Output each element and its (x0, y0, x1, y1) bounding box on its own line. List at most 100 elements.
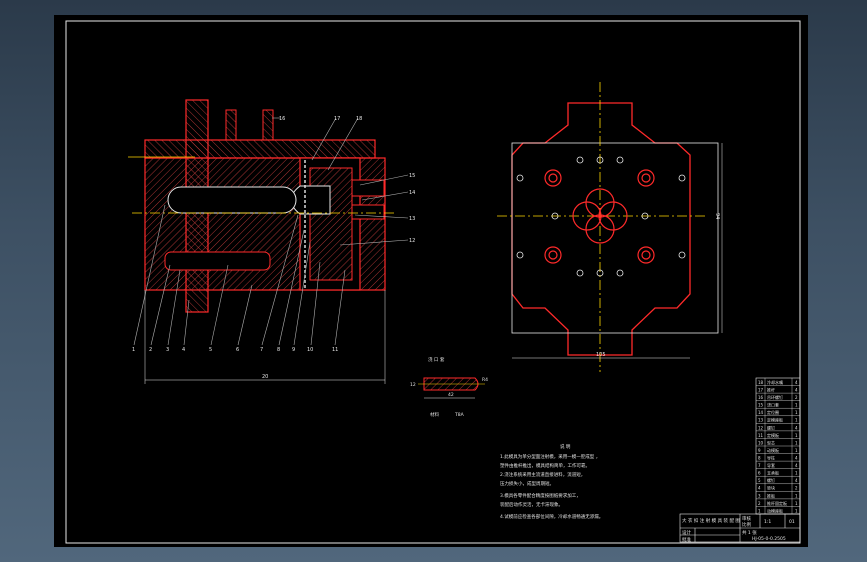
notes-line-2: 塑件由推杆推出，模具结构简单，工作可靠。 (500, 462, 590, 469)
parts-row-name: 支承板 (767, 470, 779, 476)
parts-row-qty: 1 (795, 501, 798, 506)
drawing-number: HJ-05-0-0.2505 (752, 536, 786, 542)
parts-row-number: 4 (758, 486, 761, 491)
parts-row-number: 9 (758, 448, 761, 453)
plan-outline (511, 102, 691, 356)
parts-row-name: 导柱 (767, 455, 775, 461)
callout-6: 6 (236, 347, 239, 353)
notes-title: 说 明 (560, 443, 571, 450)
callout-12: 12 (409, 238, 415, 244)
parts-row-name: 冷却水嘴 (767, 379, 783, 385)
scale-value: 1:1 (764, 519, 771, 525)
parts-row-name: 垫块 (767, 485, 775, 491)
callout-9: 9 (292, 347, 295, 353)
right-callout-labels: 15 14 13 12 (409, 173, 415, 244)
callout-18: 18 (356, 116, 362, 122)
locating-ring (351, 204, 385, 220)
sprue-detail: 浇 口 套 R4 42 12 材料 T8A (410, 356, 488, 418)
plan-width-dimension: 105 (596, 352, 606, 358)
parts-row-qty: 4 (795, 478, 798, 483)
detail-material-value: T8A (454, 412, 465, 418)
ejector-holes (516, 156, 686, 277)
scale-label: 比例 (742, 521, 751, 528)
notes-line-4: 压力损失小，成型周期短。 (500, 480, 554, 487)
designer-label: 设计 (682, 529, 691, 536)
parts-row-number: 7 (758, 463, 761, 468)
callout-16: 16 (279, 116, 285, 122)
parts-row-qty: 1 (795, 493, 798, 498)
lifting-eyebolt-2 (262, 109, 274, 140)
parts-row-name: 定模座板 (767, 417, 783, 423)
top-callout-labels: 16 17 18 (279, 116, 362, 122)
callout-4: 4 (182, 347, 185, 353)
callout-14: 14 (409, 190, 415, 196)
parts-row-number: 15 (758, 403, 764, 408)
parts-row-qty: 1 (795, 418, 798, 423)
plan-view: 94 105 (497, 82, 723, 372)
parts-row-number: 8 (758, 456, 761, 461)
callout-7: 7 (260, 347, 263, 353)
detail-material-label: 材料 (430, 411, 439, 418)
core-insert (309, 167, 353, 281)
parts-row-qty: 1 (795, 433, 798, 438)
sheet-label: 共 1 张 (742, 529, 757, 536)
callout-17: 17 (334, 116, 340, 122)
parts-row-qty: 4 (795, 388, 798, 393)
callout-8: 8 (277, 347, 280, 353)
parts-row-qty: 4 (795, 456, 798, 461)
parts-row-qty: 1 (795, 508, 798, 513)
notes-line-6: 装配后动作灵活，无卡滞现象。 (500, 501, 563, 508)
overall-dimension-text: 20 (262, 374, 268, 380)
parts-row-name: 螺钉 (767, 424, 775, 430)
callout-15: 15 (409, 173, 415, 179)
parts-row-qty: 4 (795, 425, 798, 430)
inner-border (65, 20, 801, 544)
cooling-channel-upper (167, 186, 297, 214)
section-view: 20 1 2 3 4 5 6 7 8 9 10 11 15 14 13 12 1… (128, 99, 415, 384)
bottom-leaders (133, 204, 346, 346)
detail-title: 浇 口 套 (428, 356, 445, 363)
callout-2: 2 (149, 347, 152, 353)
detail-dim-c: 12 (410, 382, 416, 388)
parts-row-name: 推板 (767, 492, 775, 498)
parts-row-number: 2 (758, 501, 761, 506)
technical-notes: 说 明 1.此模具为单分型面注射模，采用一模一腔成型 ， 塑件由推杆推出，模具结… (500, 443, 603, 520)
parts-row-qty: 1 (795, 403, 798, 408)
parts-row-number: 6 (758, 471, 761, 476)
notes-line-7: 4.试模前应检查各部位间隙，冷却水道畅通无渗漏。 (500, 513, 603, 520)
parts-row-number: 5 (758, 478, 761, 483)
notes-line-1: 1.此模具为单分型面注射模，采用一模一腔成型 ， (500, 453, 600, 460)
parts-row-number: 12 (758, 425, 764, 430)
approver-label: 批准 (682, 536, 691, 543)
callout-3: 3 (166, 347, 169, 353)
parts-row-qty: 2 (795, 395, 798, 400)
checker-label: 审核 (742, 515, 751, 522)
drawing-sheet: 20 1 2 3 4 5 6 7 8 9 10 11 15 14 13 12 1… (54, 15, 808, 547)
plan-base-outline (511, 142, 719, 334)
sprue-bushing (351, 179, 385, 197)
cavity (290, 185, 331, 215)
top-leaders (272, 117, 359, 171)
parts-row-number: 18 (758, 380, 764, 385)
notes-line-3: 2.浇注系统采用主流道直接进料，流道短， (500, 471, 585, 478)
parts-row-name: 浇口套 (767, 402, 779, 408)
title-block-text: 大 衣 扣 注 射 模 具 装 配 图 设计 批准 审核 比例 1:1 01 共… (682, 515, 795, 543)
parts-row-qty: 4 (795, 463, 798, 468)
lifting-eyebolt-1 (225, 109, 237, 140)
title-block (679, 513, 801, 543)
parts-row-name: 推杆 (767, 387, 775, 393)
parts-row-qty: 1 (795, 410, 798, 415)
parts-row-number: 14 (758, 410, 764, 415)
parts-row-number: 3 (758, 493, 761, 498)
bottom-callout-labels: 1 2 3 4 5 6 7 8 9 10 11 (132, 347, 338, 353)
callout-10: 10 (307, 347, 313, 353)
quantity-value: 01 (789, 519, 795, 525)
parts-row-number: 11 (758, 433, 764, 438)
parts-row-name: 导套 (767, 462, 775, 468)
parts-row-qty: 1 (795, 448, 798, 453)
callout-1: 1 (132, 347, 135, 353)
parts-row-qty: 1 (795, 440, 798, 445)
parts-row-name: 定模板 (767, 432, 779, 438)
